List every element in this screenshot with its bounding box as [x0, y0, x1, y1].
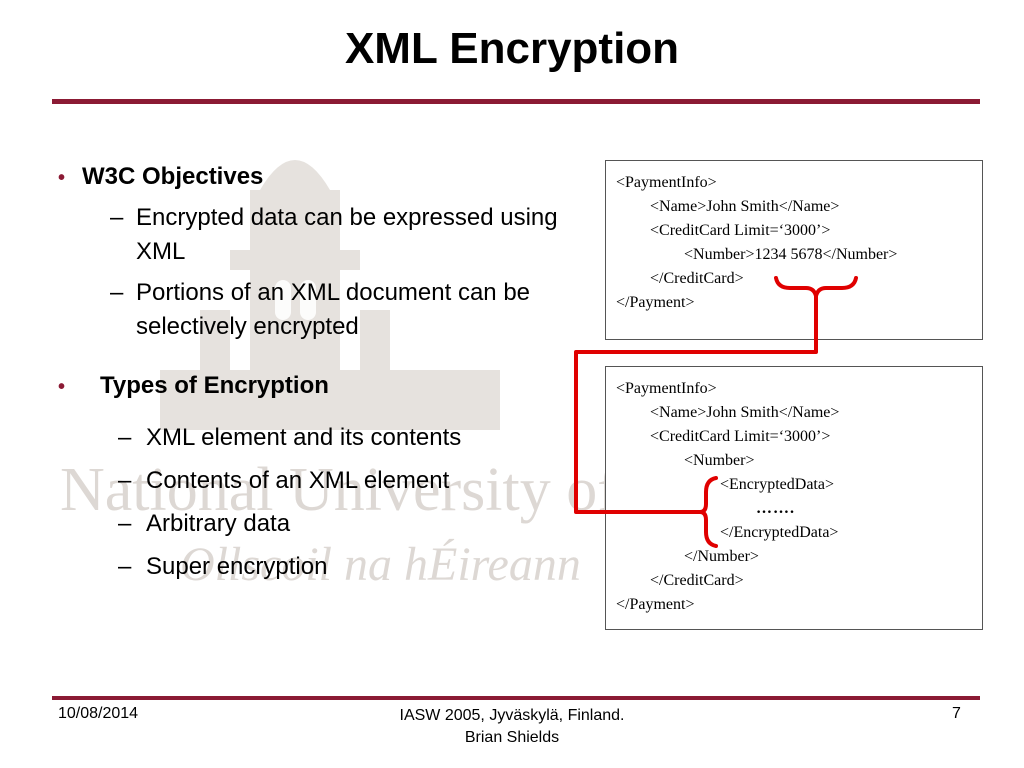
dash-icon: – — [118, 510, 132, 537]
code-line: <Number>1234 5678</Number> — [684, 246, 898, 263]
code-line: </CreditCard> — [650, 572, 744, 589]
code-line: </EncryptedData> — [720, 524, 839, 541]
code-line: </Payment> — [616, 294, 695, 311]
sub-item-text: Portions of an XML document can be selec… — [136, 279, 531, 340]
bullet-dot-icon: • — [58, 376, 66, 398]
footer-event-line1: IASW 2005, Jyväskylä, Finland. — [399, 707, 625, 724]
code-line: </Number> — [684, 548, 759, 565]
sub-item-text: Encrypted data can be expressed using XM… — [136, 204, 558, 265]
code-line: <EncryptedData> — [720, 476, 834, 493]
page-number: 7 — [952, 705, 961, 722]
sub-item-text: Contents of an XML element — [146, 467, 450, 494]
bullet-dot-icon: • — [58, 167, 66, 189]
code-line: <PaymentInfo> — [616, 174, 717, 191]
sub-item: – Portions of an XML document can be sel… — [110, 276, 570, 344]
code-line: <CreditCard Limit=‘3000’> — [650, 222, 831, 239]
bullet-types-of-encryption: • Types of Encryption — [58, 372, 329, 400]
dash-icon: – — [110, 204, 124, 231]
footer-date: 10/08/2014 — [58, 705, 139, 722]
bullet-label: Types of Encryption — [100, 372, 329, 399]
sub-item-text: Arbitrary data — [146, 510, 291, 537]
footer-divider — [52, 696, 980, 700]
xml-encrypted-box: <PaymentInfo> <Name>John Smith</Name> <C… — [605, 366, 983, 630]
xml-plain-box: <PaymentInfo> <Name>John Smith</Name> <C… — [605, 160, 983, 340]
dash-icon: – — [118, 424, 132, 451]
dash-icon: – — [118, 467, 132, 494]
code-line: </Payment> — [616, 596, 695, 613]
sub-item: – Contents of an XML element — [118, 464, 538, 498]
footer-event: IASW 2005, Jyväskylä, Finland. Brian Shi… — [320, 705, 704, 749]
bullet-w3c-objectives: • W3C Objectives — [58, 163, 263, 191]
sub-item-text: XML element and its contents — [146, 424, 462, 451]
sub-item: – Arbitrary data — [118, 507, 538, 541]
dash-icon: – — [118, 553, 132, 580]
code-line: <PaymentInfo> — [616, 380, 717, 397]
footer-author: Brian Shields — [464, 729, 560, 746]
sub-item-text: Super encryption — [146, 553, 328, 580]
code-line: <Name>John Smith</Name> — [650, 198, 840, 215]
code-line: <Number> — [684, 452, 755, 469]
bullet-label: W3C Objectives — [82, 163, 264, 190]
slide-title: XML Encryption — [344, 24, 680, 73]
code-line-ellipsis: ……. — [756, 500, 795, 517]
dash-icon: – — [110, 279, 124, 306]
sub-item: – XML element and its contents — [118, 421, 538, 455]
title-divider — [52, 99, 980, 104]
code-line: <Name>John Smith</Name> — [650, 404, 840, 421]
sub-item: – Encrypted data can be expressed using … — [110, 201, 570, 269]
code-line: </CreditCard> — [650, 270, 744, 287]
sub-item: – Super encryption — [118, 550, 538, 584]
code-line: <CreditCard Limit=‘3000’> — [650, 428, 831, 445]
